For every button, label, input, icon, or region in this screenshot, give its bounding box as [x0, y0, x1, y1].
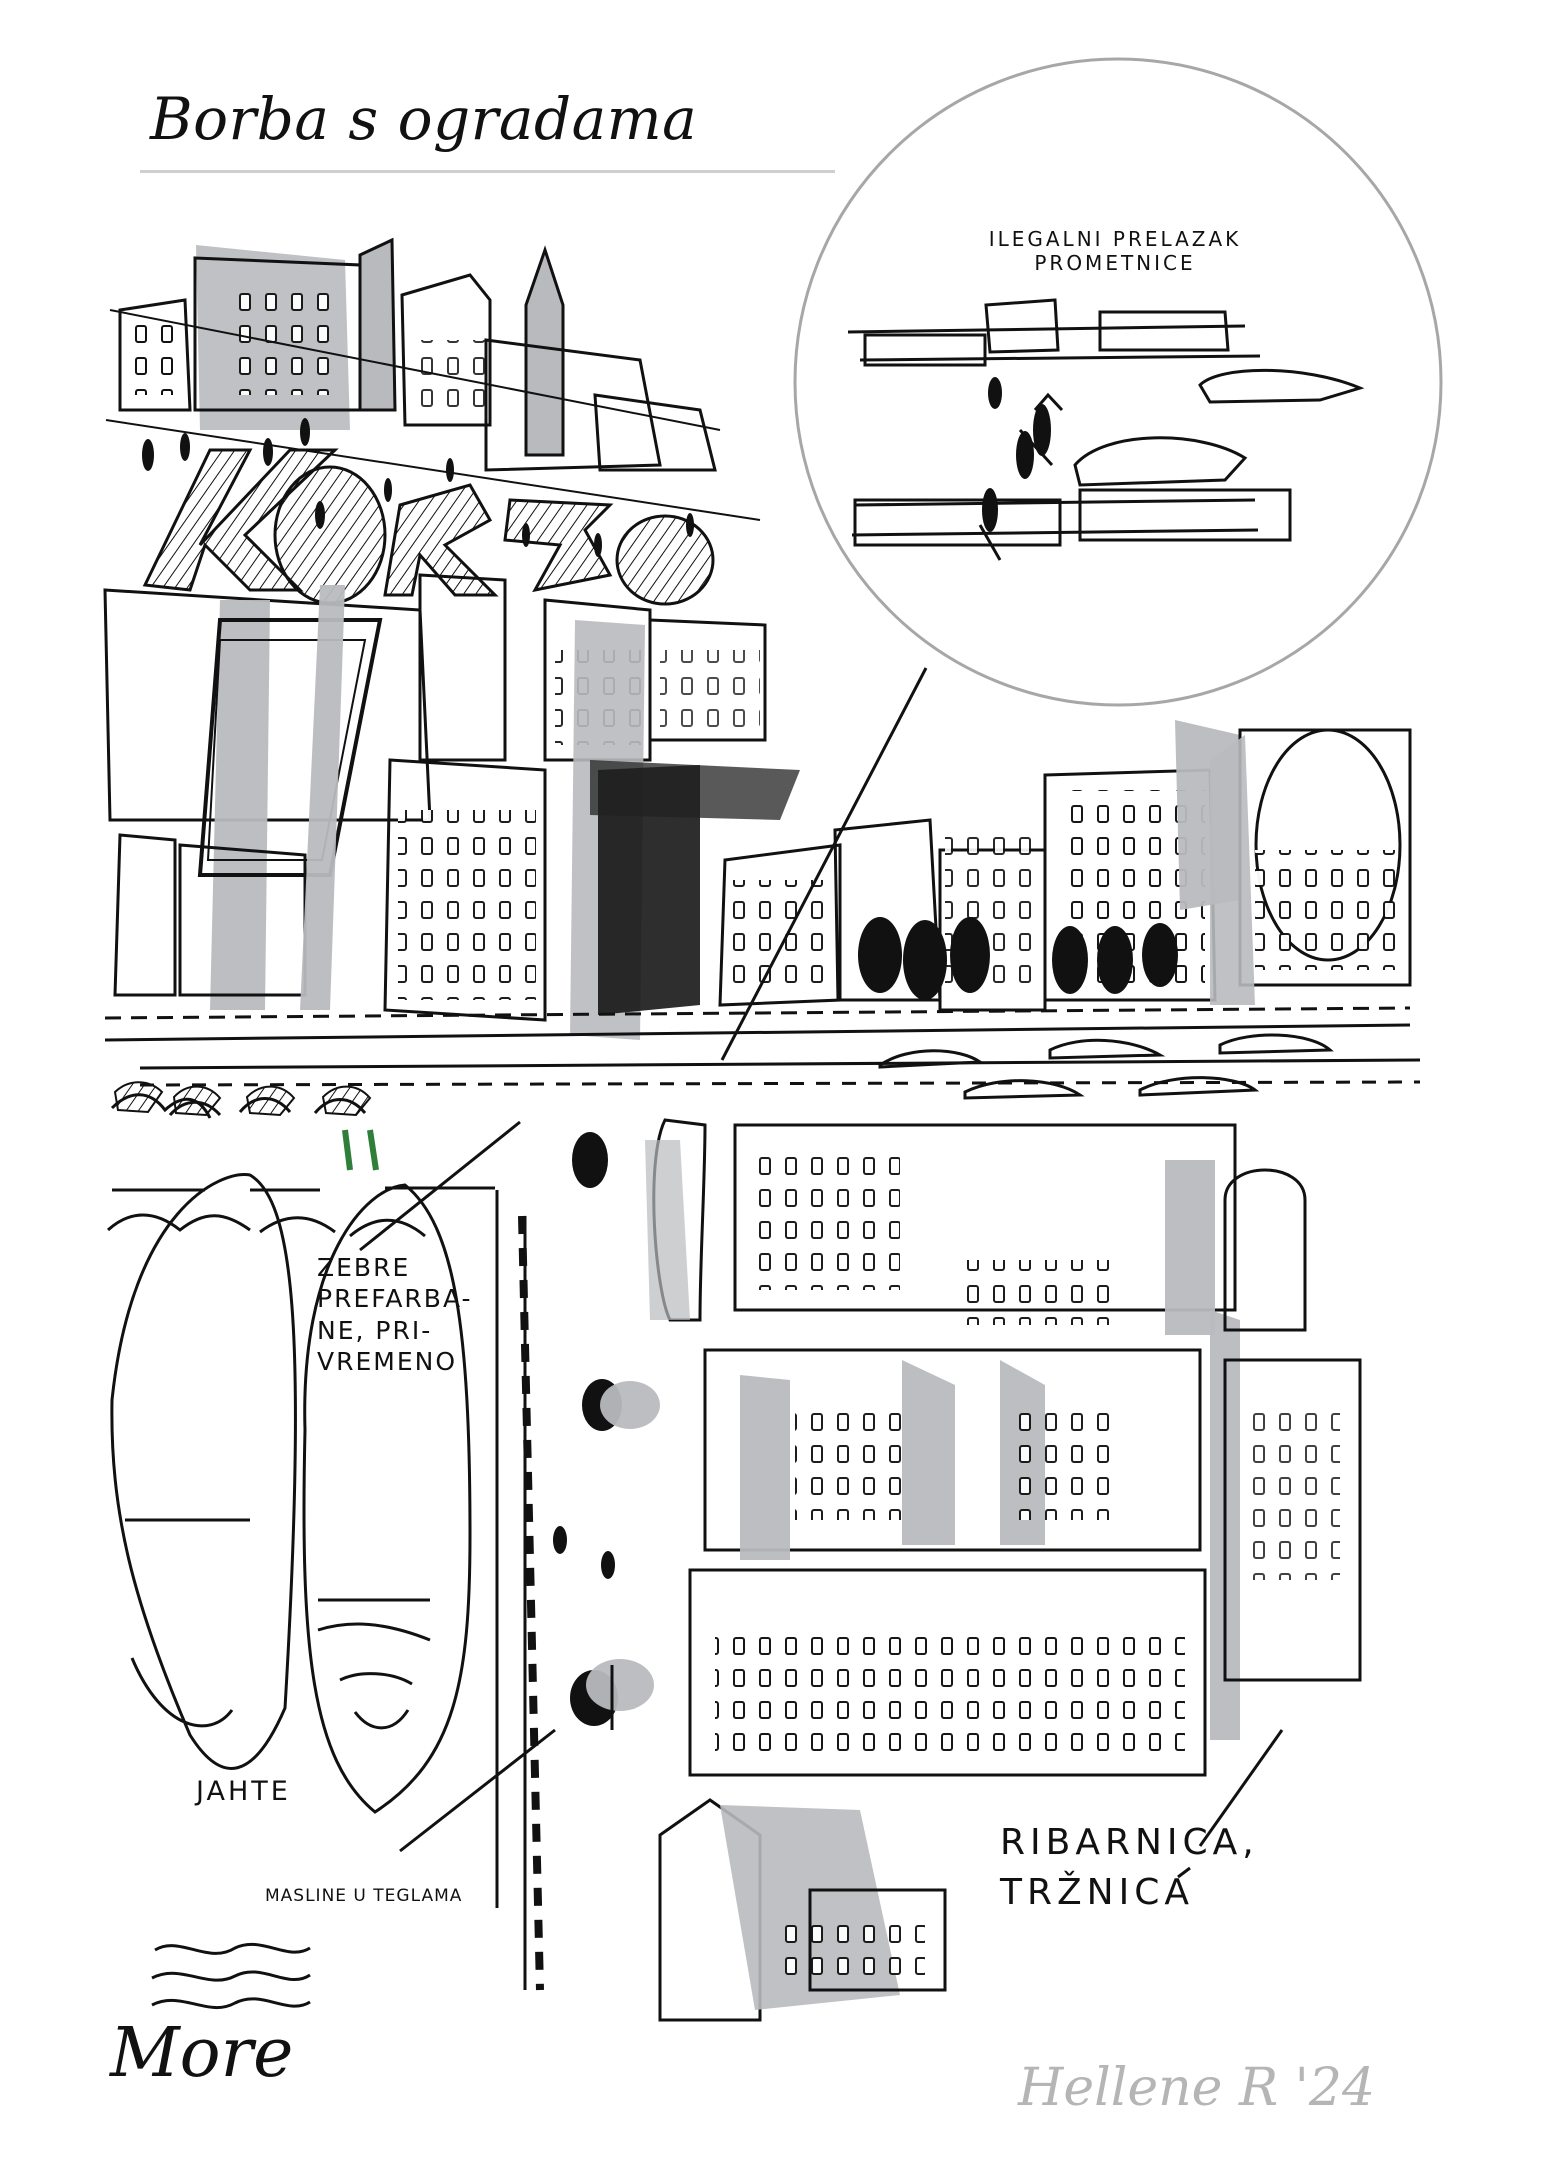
leader-lines [359, 667, 1284, 1879]
inset-circle [793, 57, 1443, 707]
zebra-note: ZEBRE PREFARBA- NE, PRI- VREMENO [317, 1253, 473, 1376]
page-title: Borba s ogradama [150, 85, 698, 153]
signature: Hellene R '24 [1018, 2058, 1376, 2118]
circle-caption: ILEGALNI PRELAZAK PROMETNICE [988, 227, 1242, 275]
upper-buildings [105, 237, 761, 521]
street-lines [104, 1006, 1421, 1100]
small-figures [113, 1081, 615, 1579]
market-label: RIBARNICA, TRŽNICA [1000, 1822, 1259, 1914]
korzo-sign [142, 418, 715, 606]
market-buildings [570, 1118, 1362, 2022]
olives-label: MASLINE U TEGLAMA [265, 1886, 463, 1906]
tree-row [858, 917, 1178, 1000]
harbour-scene [106, 1093, 544, 2009]
sea-label: More [110, 2014, 294, 2093]
central-blocks [103, 573, 1412, 1040]
title-rule [140, 170, 835, 173]
yachts-label: JAHTE [196, 1776, 291, 1807]
